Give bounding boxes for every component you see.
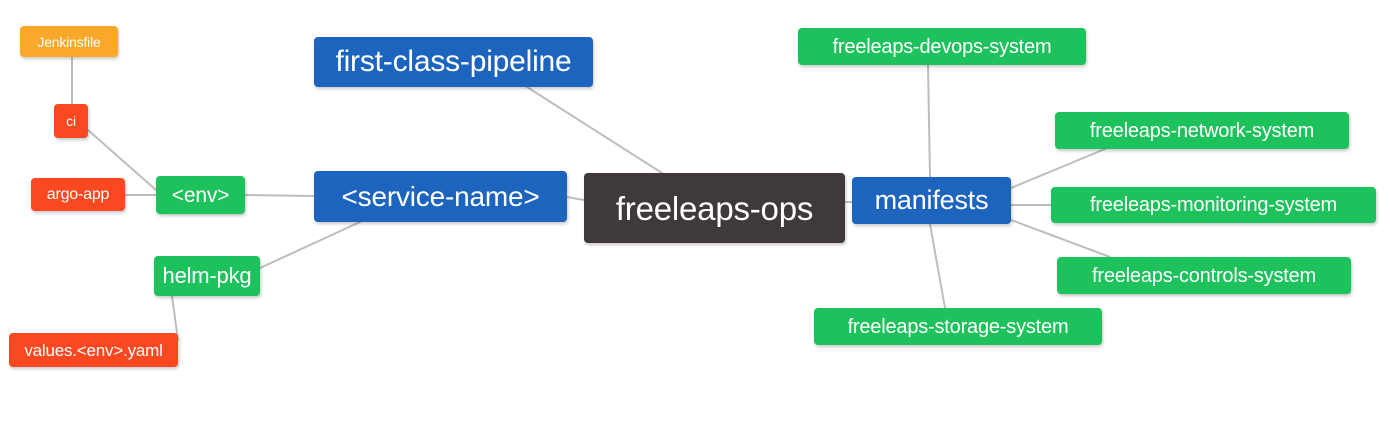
node-freeleaps-devops-system[interactable]: freeleaps-devops-system (798, 28, 1086, 65)
edge-manifests-to-freeleaps-devops-system (927, 64, 931, 178)
node-label-freeleaps-devops-system: freeleaps-devops-system (832, 35, 1052, 58)
node-freeleaps-storage-system[interactable]: freeleaps-storage-system (814, 308, 1102, 345)
node-values-yaml[interactable]: values.<env>.yaml (9, 333, 178, 367)
node-freeleaps-network-system[interactable]: freeleaps-network-system (1055, 112, 1349, 149)
node-label-env: <env> (171, 183, 230, 207)
node-label-jenkinsfile: Jenkinsfile (37, 33, 101, 50)
edge-manifests-to-freeleaps-network-system (1010, 148, 1106, 189)
node-label-freeleaps-network-system: freeleaps-network-system (1089, 119, 1315, 142)
node-label-ci: ci (66, 113, 76, 129)
node-freeleaps-ops[interactable]: freeleaps-ops (584, 173, 845, 243)
node-first-class-pipeline[interactable]: first-class-pipeline (314, 37, 593, 87)
node-label-manifests: manifests (874, 185, 989, 215)
node-ci[interactable]: ci (54, 104, 88, 138)
node-label-freeleaps-monitoring-system: freeleaps-monitoring-system (1090, 194, 1337, 216)
node-label-first-class-pipeline: first-class-pipeline (335, 45, 572, 78)
edge-helm-pkg-to-service-name (259, 221, 361, 269)
edge-service-name-to-freeleaps-ops (566, 196, 585, 201)
node-manifests[interactable]: manifests (852, 177, 1011, 224)
node-label-freeleaps-controls-system: freeleaps-controls-system (1092, 264, 1316, 287)
node-label-freeleaps-storage-system: freeleaps-storage-system (847, 315, 1069, 338)
edge-env-to-service-name (244, 194, 315, 197)
edge-manifests-to-freeleaps-storage-system (929, 223, 946, 309)
node-argo-app[interactable]: argo-app (31, 178, 125, 211)
node-jenkinsfile[interactable]: Jenkinsfile (20, 26, 118, 57)
node-env[interactable]: <env> (156, 176, 245, 214)
edge-manifests-to-freeleaps-controls-system (1010, 219, 1111, 258)
node-service-name[interactable]: <service-name> (314, 171, 567, 222)
node-label-freeleaps-ops: freeleaps-ops (615, 189, 814, 227)
node-helm-pkg[interactable]: helm-pkg (154, 256, 260, 296)
node-freeleaps-controls-system[interactable]: freeleaps-controls-system (1057, 257, 1351, 294)
node-label-service-name: <service-name> (341, 180, 540, 212)
node-label-values-yaml: values.<env>.yaml (24, 340, 163, 360)
node-label-helm-pkg: helm-pkg (162, 263, 252, 288)
edge-first-class-pipeline-to-freeleaps-ops (526, 86, 663, 174)
node-label-argo-app: argo-app (46, 185, 110, 203)
node-freeleaps-monitoring-system[interactable]: freeleaps-monitoring-system (1051, 187, 1376, 223)
